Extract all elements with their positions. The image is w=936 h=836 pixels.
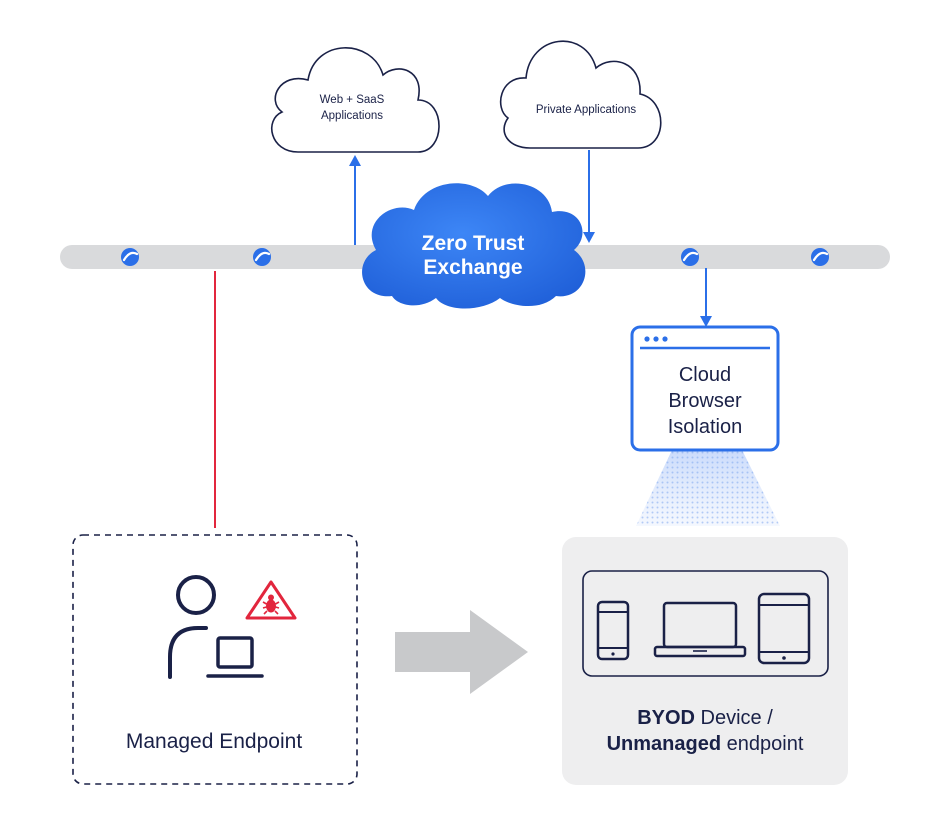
zscaler-node-icon <box>811 248 829 266</box>
cbi-label-line3: Isolation <box>668 416 743 438</box>
zero-trust-label-line2: Exchange <box>423 256 522 279</box>
cbi-label-line1: Cloud <box>679 364 731 386</box>
byod-label-line1: BYOD Device / <box>637 707 773 729</box>
zscaler-node-icon <box>681 248 699 266</box>
arrow-to-cbi <box>700 268 712 327</box>
web-saas-label-line1: Web + SaaS <box>320 94 385 106</box>
unmanaged-label-rest: endpoint <box>721 733 804 755</box>
web-saas-label-line2: Applications <box>321 110 383 122</box>
managed-endpoint-label: Managed Endpoint <box>126 730 302 753</box>
private-apps-label: Private Applications <box>536 104 637 116</box>
managed-endpoint-box: Managed Endpoint <box>72 534 358 785</box>
byod-label-bold: BYOD <box>637 707 695 729</box>
byod-label-line2: Unmanaged endpoint <box>607 733 804 755</box>
cloud-browser-isolation-box: Cloud Browser Isolation <box>630 325 780 452</box>
bug-warning-icon <box>245 580 297 620</box>
laptop-icon <box>206 636 264 678</box>
browser-window-icon <box>640 336 770 350</box>
laptop-icon <box>653 601 747 658</box>
zero-trust-exchange-cloud: Zero Trust Exchange <box>362 183 586 309</box>
devices-frame <box>582 570 829 677</box>
cbi-label-line2: Browser <box>668 390 742 412</box>
zscaler-node-icon <box>121 248 139 266</box>
web-saas-cloud: Web + SaaS Applications <box>271 47 440 153</box>
zero-trust-label-line1: Zero Trust <box>422 232 525 255</box>
transition-arrow <box>395 610 528 694</box>
arrow-from-private-apps <box>583 150 595 243</box>
byod-label-rest: Device / <box>695 707 773 729</box>
isolation-beam <box>636 450 780 526</box>
phone-icon <box>596 600 630 661</box>
arrow-to-web-saas <box>349 155 361 245</box>
private-apps-cloud: Private Applications <box>499 40 662 149</box>
unmanaged-label-bold: Unmanaged <box>607 733 721 755</box>
byod-panel: BYOD Device / Unmanaged endpoint <box>562 537 848 785</box>
zscaler-node-icon <box>253 248 271 266</box>
tablet-icon <box>757 592 811 665</box>
user-icon <box>168 575 216 679</box>
